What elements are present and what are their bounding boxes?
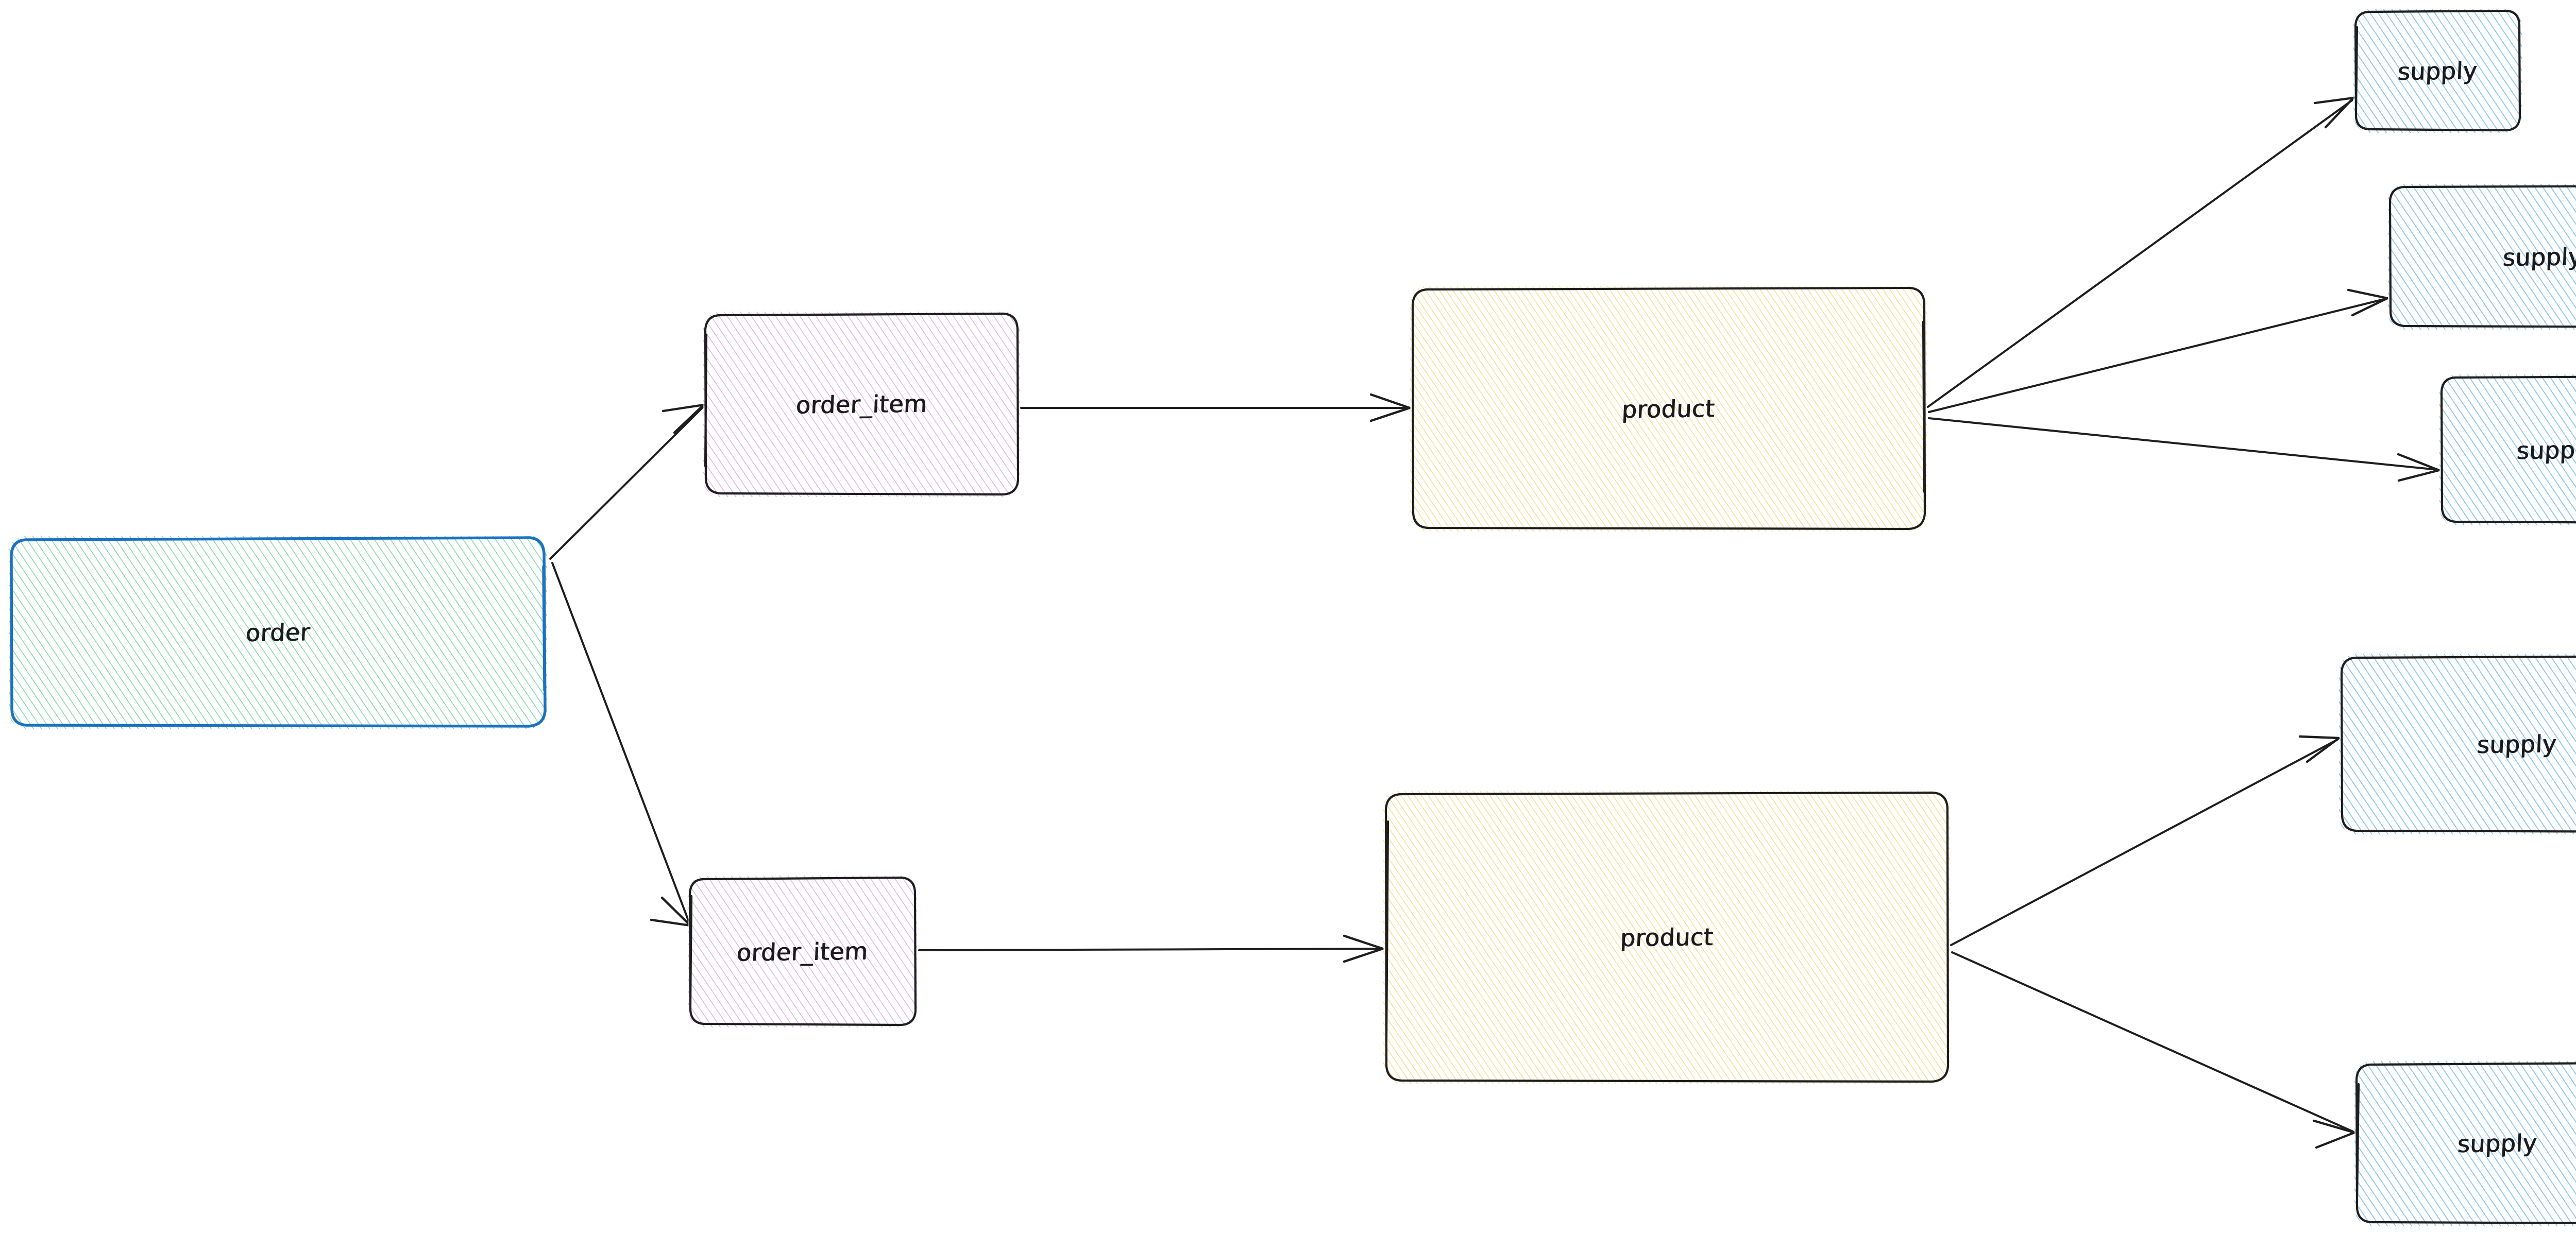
node-supply-3[interactable]: supply xyxy=(2439,374,2576,525)
edge-line xyxy=(1928,298,2387,413)
node-order[interactable]: order xyxy=(9,536,547,729)
node-order-item-bottom-label: order_item xyxy=(736,936,869,967)
node-supply-3-label: supply xyxy=(2516,435,2576,465)
arrowhead-icon xyxy=(1369,393,1411,422)
edge-line xyxy=(1927,99,2353,408)
arrowhead-icon xyxy=(662,403,705,434)
edge-line xyxy=(1950,739,2338,946)
arrowhead-icon xyxy=(650,896,692,927)
node-order-item-top[interactable]: order_item xyxy=(703,312,1020,497)
edge-line xyxy=(1951,951,2354,1133)
node-supply-1-label: supply xyxy=(2397,56,2478,85)
node-order-item-top-label: order_item xyxy=(795,389,928,419)
node-product-top-label: product xyxy=(1621,394,1716,423)
edge-line xyxy=(918,948,1382,951)
edge-e-p1-s1 xyxy=(1927,96,2355,408)
arrowhead-icon xyxy=(2397,453,2441,482)
arrowhead-icon xyxy=(2298,735,2341,763)
node-supply-4-label: supply xyxy=(2476,730,2557,759)
node-order-label: order xyxy=(245,618,311,647)
node-product-top[interactable]: product xyxy=(1410,286,1927,532)
node-supply-2[interactable]: supply xyxy=(2388,184,2576,330)
arrowhead-icon xyxy=(1343,934,1384,963)
edge-line xyxy=(549,406,704,560)
node-supply-5[interactable]: supply xyxy=(2354,1061,2576,1226)
edge-e-p2-s4 xyxy=(1950,735,2341,946)
edge-e-oi2-p2 xyxy=(918,934,1384,963)
node-supply-1[interactable]: supply xyxy=(2353,9,2522,133)
edge-e-p1-s2 xyxy=(1928,288,2389,413)
node-product-bottom[interactable]: product xyxy=(1383,791,1950,1084)
edge-line xyxy=(551,562,690,924)
arrowhead-icon xyxy=(2347,288,2389,317)
node-supply-5-label: supply xyxy=(2457,1129,2538,1158)
edge-e-p2-s5 xyxy=(1951,951,2356,1149)
arrowhead-icon xyxy=(2312,1119,2356,1149)
node-supply-4[interactable]: supply xyxy=(2339,654,2576,834)
edge-line xyxy=(1928,417,2438,471)
edge-e-order-oi1 xyxy=(549,403,705,560)
edge-e-p1-s3 xyxy=(1928,417,2441,482)
node-order-item-bottom[interactable]: order_item xyxy=(688,876,917,1028)
arrowhead-icon xyxy=(2313,96,2355,129)
edge-e-order-oi2 xyxy=(551,562,692,927)
edge-e-oi1-p1 xyxy=(1020,393,1411,422)
node-product-bottom-label: product xyxy=(1619,922,1714,952)
node-supply-2-label: supply xyxy=(2502,242,2576,271)
